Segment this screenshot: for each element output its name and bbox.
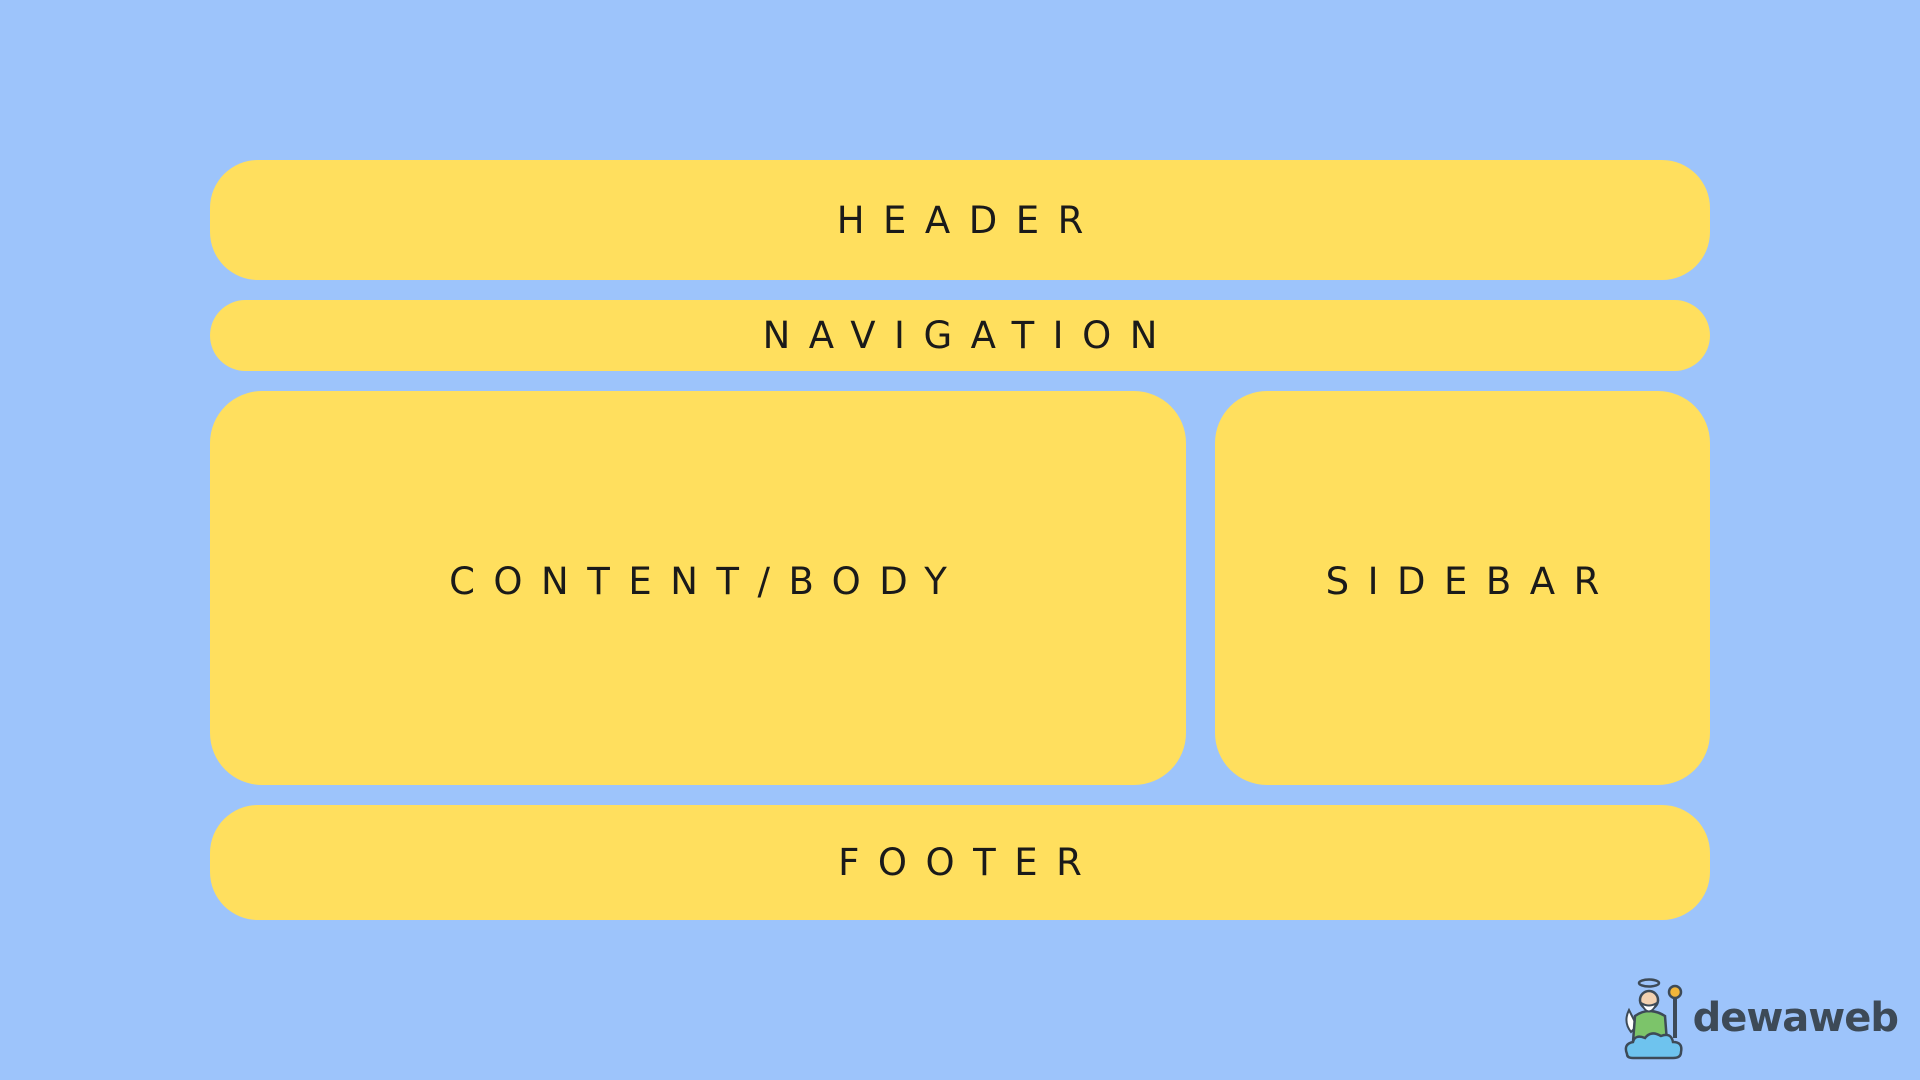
- footer-block: FOOTER: [210, 805, 1710, 920]
- angel-on-cloud-icon: [1623, 976, 1687, 1060]
- content-label: CONTENT/BODY: [449, 559, 966, 603]
- footer-label: FOOTER: [838, 841, 1101, 884]
- content-block: CONTENT/BODY: [210, 391, 1186, 785]
- sidebar-block: SIDEBAR: [1215, 391, 1710, 785]
- header-block: HEADER: [210, 160, 1710, 280]
- logo-text: dewaweb: [1692, 995, 1899, 1041]
- sidebar-label: SIDEBAR: [1325, 559, 1618, 603]
- dewaweb-logo: dewaweb: [1623, 976, 1899, 1060]
- navigation-block: NAVIGATION: [210, 300, 1710, 371]
- header-label: HEADER: [836, 198, 1102, 242]
- navigation-label: NAVIGATION: [762, 314, 1176, 357]
